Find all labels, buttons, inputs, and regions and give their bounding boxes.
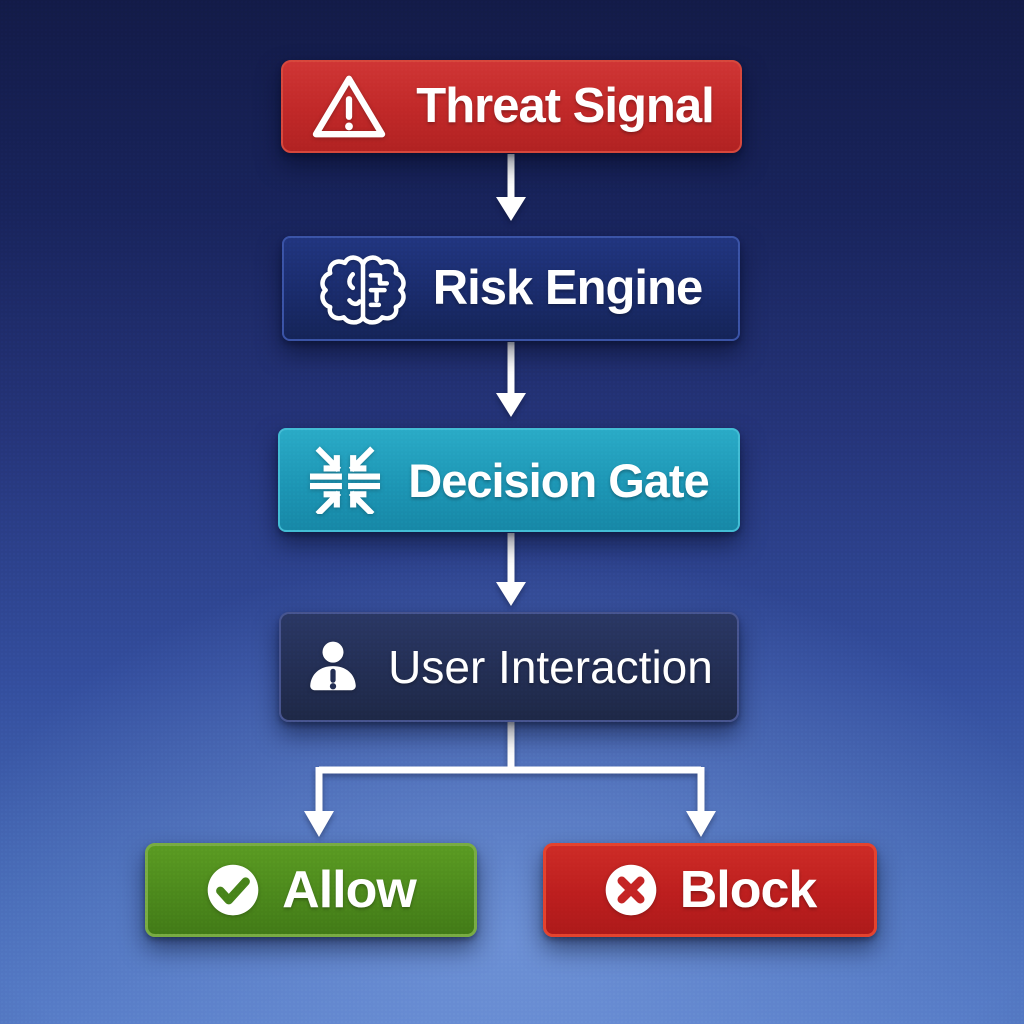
node-label: Block <box>679 861 818 919</box>
node-threat-signal: Threat Signal <box>281 60 742 153</box>
node-label: User Interaction <box>388 641 713 693</box>
node-label: Decision Gate <box>408 453 709 507</box>
node-block: Block <box>543 843 877 937</box>
person-alert-icon <box>310 641 356 691</box>
x-circle-icon <box>605 864 656 916</box>
check-circle-icon <box>207 864 259 916</box>
arrow-threat-to-risk <box>496 154 526 221</box>
node-label: Risk Engine <box>432 261 703 315</box>
warning-triangle-icon <box>313 75 386 137</box>
node-user-interaction: User Interaction <box>279 612 739 722</box>
node-risk-engine: Risk Engine <box>282 236 740 341</box>
arrow-decision-to-user <box>496 533 526 606</box>
converge-arrows-icon <box>310 446 381 514</box>
node-label: Threat Signal <box>416 79 714 133</box>
node-allow: Allow <box>145 843 477 937</box>
arrow-risk-to-decision <box>496 342 526 417</box>
brain-circuit-icon <box>320 254 406 325</box>
branch-user-to-allow-block <box>304 722 716 837</box>
node-label: Allow <box>282 861 417 919</box>
node-decision-gate: Decision Gate <box>278 428 740 532</box>
